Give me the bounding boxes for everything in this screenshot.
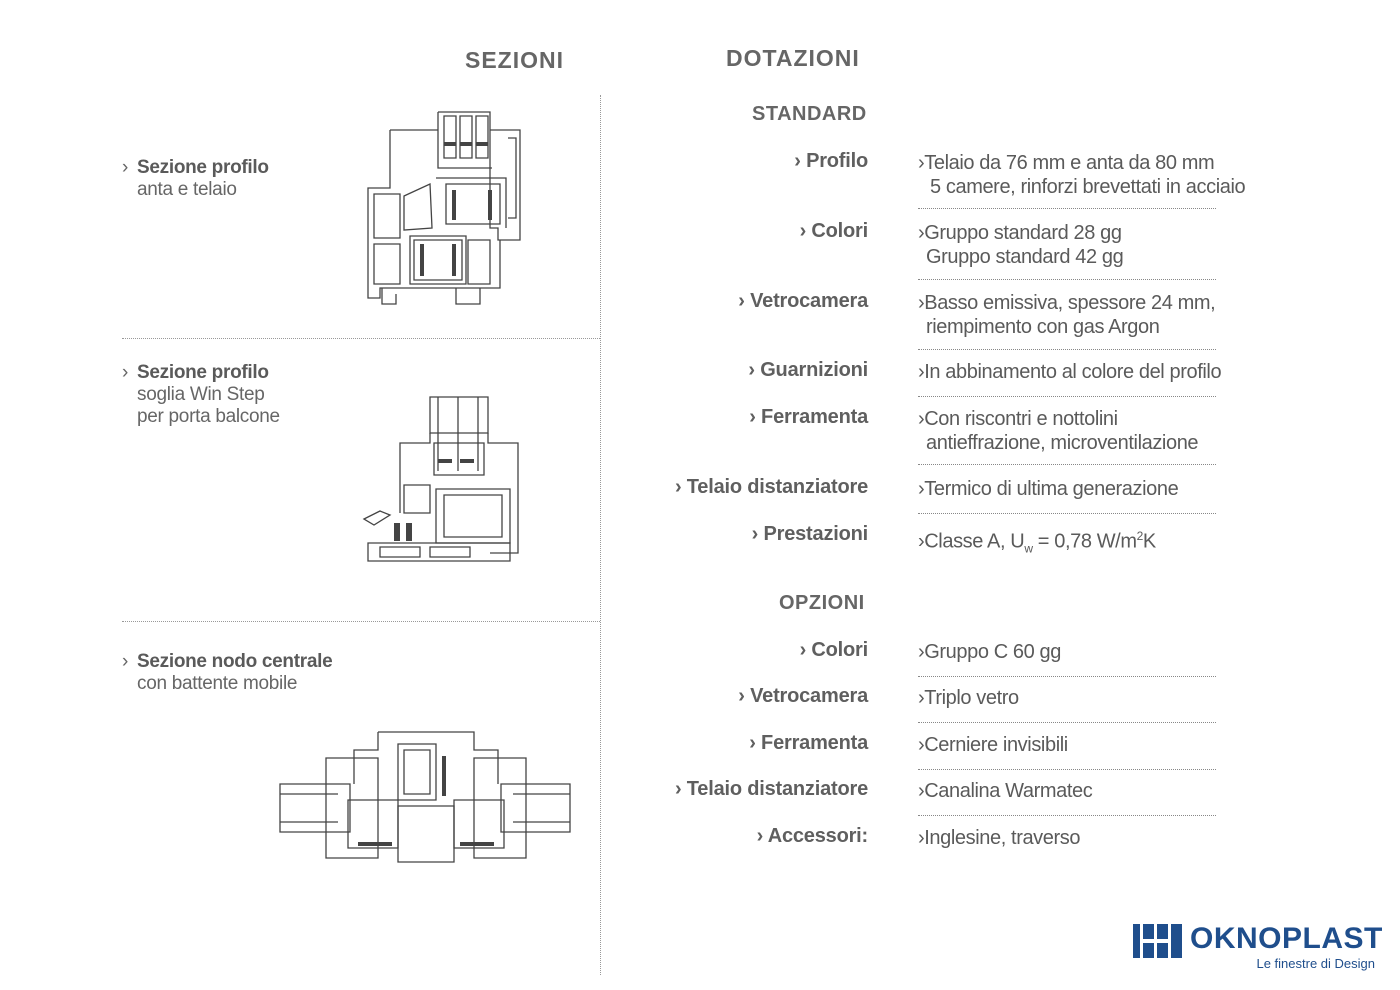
- standard-value: ›Telaio da 76 mm e anta da 80 mm 5 camer…: [918, 151, 1246, 199]
- option-label-ferramenta: › Ferramenta: [749, 732, 868, 754]
- value-line: Gruppo standard 42 gg: [926, 246, 1124, 268]
- section-desc: soglia Win Step: [137, 384, 265, 405]
- section-divider: [122, 338, 600, 339]
- dotted-divider: [918, 396, 1216, 397]
- profile-section-drawing: [367, 111, 521, 305]
- standard-value: ›Basso emissiva, spessore 24 mm, riempim…: [918, 291, 1216, 339]
- section-title: Sezione profilo: [137, 157, 269, 178]
- brand-name: OKNOPLAST: [1190, 922, 1383, 955]
- value-line: ›Cerniere invisibili: [918, 734, 1068, 756]
- section-title: Sezione profilo: [137, 362, 269, 383]
- standard-label-prestazioni: › Prestazioni: [751, 523, 869, 545]
- window-logo-icon: [1133, 924, 1182, 958]
- option-label-telaio-distanziatore: › Telaio distanziatore: [674, 778, 868, 800]
- standard-label-guarnizioni: › Guarnizioni: [748, 359, 868, 381]
- option-value: ›Triplo vetro: [918, 686, 1019, 710]
- options-title: OPZIONI: [779, 592, 865, 614]
- superscript: 2: [1136, 529, 1144, 543]
- dotted-divider: [918, 464, 1216, 465]
- dotted-divider: [918, 769, 1216, 770]
- value-line: ›Gruppo standard 28 gg: [918, 222, 1122, 244]
- option-value: ›Cerniere invisibili: [918, 733, 1068, 757]
- option-value: ›Inglesine, traverso: [918, 826, 1080, 850]
- value-line: ›Canalina Warmatec: [918, 780, 1093, 802]
- dotted-divider: [918, 513, 1216, 514]
- value-line: ›Telaio da 76 mm e anta da 80 mm: [918, 152, 1215, 174]
- threshold-section-drawing: [362, 396, 519, 562]
- option-label-vetrocamera: › Vetrocamera: [738, 685, 868, 707]
- value-line: ›Con riscontri e nottolini: [918, 408, 1118, 430]
- option-value: ›Canalina Warmatec: [918, 779, 1093, 803]
- chevron-icon: ›: [122, 362, 129, 383]
- dotted-divider: [918, 279, 1216, 280]
- equipment-header: DOTAZIONI: [726, 45, 860, 71]
- value-line: 5 camere, rinforzi brevettati in acciaio: [930, 176, 1246, 198]
- option-label-accessori: › Accessori:: [756, 825, 869, 847]
- value-line: riempimento con gas Argon: [926, 316, 1160, 338]
- dotted-divider: [918, 676, 1216, 677]
- brand-tagline: Le finestre di Design: [1256, 956, 1375, 971]
- standard-value: ›Termico di ultima generazione: [918, 477, 1179, 501]
- dotted-divider: [918, 722, 1216, 723]
- value-line: K: [1142, 530, 1156, 553]
- section-title: Sezione nodo centrale: [137, 651, 333, 672]
- option-value: ›Gruppo C 60 gg: [918, 640, 1061, 664]
- value-line: ›Gruppo C 60 gg: [918, 641, 1061, 663]
- dotted-divider: [918, 349, 1216, 350]
- standard-value: ›Classe A, Uw = 0,78 W/m2K: [918, 524, 1156, 561]
- value-line: ›In abbinamento al colore del profilo: [918, 361, 1222, 383]
- chevron-icon: ›: [122, 651, 129, 672]
- sections-header: SEZIONI: [465, 47, 565, 73]
- value-line: ›Termico di ultima generazione: [918, 478, 1179, 500]
- value-line: = 0,78 W/m: [1032, 530, 1137, 553]
- section-desc: con battente mobile: [137, 673, 298, 694]
- vertical-divider: [600, 95, 601, 975]
- section-divider: [122, 621, 600, 622]
- value-line: antieffrazione, microventilazione: [926, 432, 1199, 454]
- value-line: ›Basso emissiva, spessore 24 mm,: [918, 292, 1216, 314]
- standard-value: ›Con riscontri e nottolini antieffrazion…: [918, 407, 1199, 455]
- section-desc: per porta balcone: [137, 406, 280, 427]
- standard-value: ›Gruppo standard 28 gg Gruppo standard 4…: [918, 221, 1124, 269]
- brand-logo: OKNOPLAST Le finestre di Design: [1133, 922, 1383, 972]
- dotted-divider: [918, 815, 1216, 816]
- standard-label-profilo: › Profilo: [794, 150, 868, 172]
- standard-value: ›In abbinamento al colore del profilo: [918, 360, 1222, 384]
- value-line: ›Inglesine, traverso: [918, 827, 1081, 849]
- subscript: w: [1024, 541, 1033, 556]
- value-line: ›Triplo vetro: [918, 687, 1019, 709]
- value-line: ›Classe A, U: [918, 530, 1025, 553]
- standard-label-telaio-distanziatore: › Telaio distanziatore: [674, 476, 868, 498]
- dotted-divider: [918, 208, 1216, 209]
- central-node-drawing: [279, 731, 571, 863]
- standard-label-vetrocamera: › Vetrocamera: [738, 290, 868, 312]
- standard-label-colori: › Colori: [799, 220, 869, 242]
- option-label-colori: › Colori: [799, 639, 869, 661]
- standard-title: STANDARD: [752, 103, 867, 125]
- chevron-icon: ›: [122, 157, 129, 178]
- section-desc: anta e telaio: [137, 179, 237, 200]
- standard-label-ferramenta: › Ferramenta: [749, 406, 868, 428]
